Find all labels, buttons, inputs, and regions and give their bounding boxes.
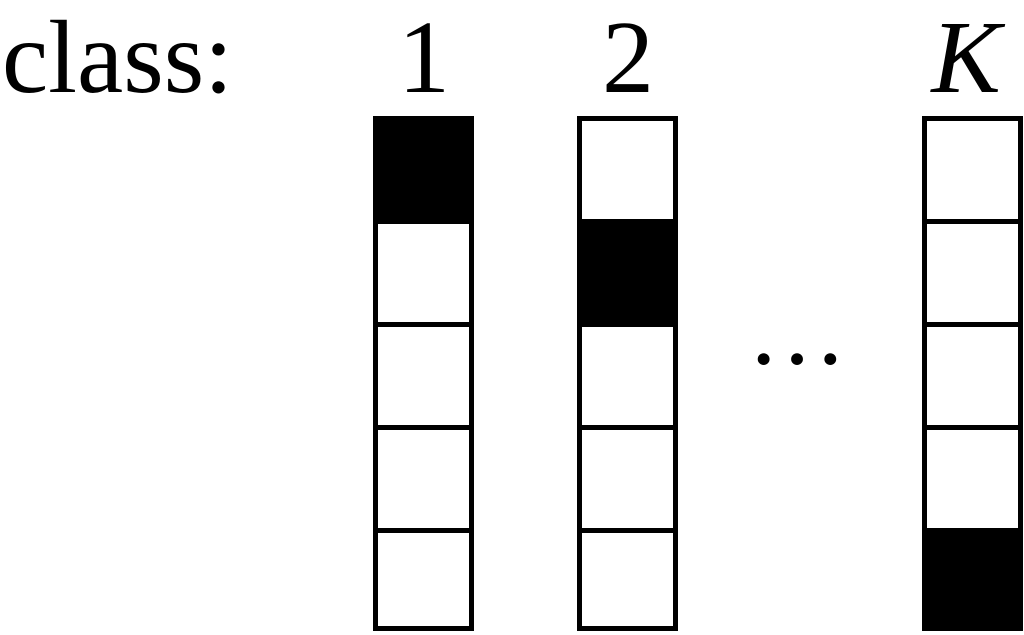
- column-k-header: K: [929, 0, 1005, 115]
- cell-col1-row4-empty: [373, 425, 474, 533]
- cell-col3-row2-empty: [922, 219, 1023, 327]
- cell-col2-row3-empty: [577, 322, 678, 430]
- cell-col1-row3-empty: [373, 322, 474, 430]
- cell-col1-row5-empty: [373, 528, 474, 631]
- cell-col2-row5-empty: [577, 528, 678, 631]
- cell-col3-row5-filled: [922, 528, 1023, 631]
- cell-col1-row2-empty: [373, 219, 474, 327]
- class-label: class:: [2, 0, 233, 115]
- one-hot-vectors: [373, 116, 1023, 631]
- cell-col2-row1-empty: [577, 116, 678, 224]
- cell-col3-row4-empty: [922, 425, 1023, 533]
- cell-col2-row4-empty: [577, 425, 678, 533]
- cell-col2-row2-filled: [577, 219, 678, 327]
- ellipsis: ···: [747, 303, 847, 414]
- cell-col1-row1-filled: [373, 116, 474, 224]
- cell-col3-row1-empty: [922, 116, 1023, 224]
- column-1-header: 1: [398, 0, 450, 115]
- column-2-header: 2: [602, 0, 654, 115]
- cell-col3-row3-empty: [922, 322, 1023, 430]
